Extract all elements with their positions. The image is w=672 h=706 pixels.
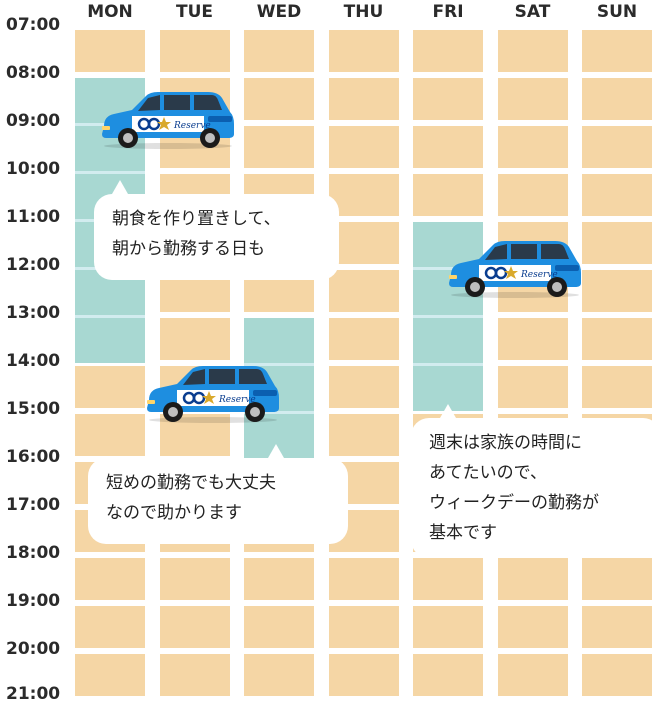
time-label: 16:00 xyxy=(6,447,61,467)
shift-hour-line xyxy=(75,315,145,318)
time-slot xyxy=(75,558,145,600)
day-label-mon: MON xyxy=(87,2,133,22)
time-slot xyxy=(413,654,483,696)
day-label-wed: WED xyxy=(256,2,302,22)
time-slot xyxy=(75,654,145,696)
time-slot xyxy=(413,558,483,600)
time-label: 20:00 xyxy=(6,639,61,659)
taxi-car-1: Reserve xyxy=(98,86,236,154)
svg-text:Reserve: Reserve xyxy=(173,121,211,131)
bubble-mon-tail xyxy=(112,180,128,194)
time-label: 13:00 xyxy=(6,303,61,323)
time-slot xyxy=(75,30,145,72)
bubble-fri: 週末は家族の時間に あてたいので、 ウィークデーの勤務が 基本です xyxy=(411,418,661,558)
time-slot xyxy=(497,30,568,72)
time-slot xyxy=(413,606,483,648)
time-label: 07:00 xyxy=(6,15,61,35)
time-slot xyxy=(159,318,230,360)
time-slot xyxy=(159,558,230,600)
time-slot xyxy=(244,654,314,696)
time-label: 18:00 xyxy=(6,543,61,563)
time-slot xyxy=(413,174,483,216)
time-slot xyxy=(582,30,652,72)
time-slot xyxy=(328,126,399,168)
time-slot xyxy=(328,78,399,120)
time-slot xyxy=(75,414,145,456)
time-label: 19:00 xyxy=(6,591,61,611)
time-slot xyxy=(582,174,652,216)
time-slot xyxy=(497,174,568,216)
time-label: 17:00 xyxy=(6,495,61,515)
time-slot xyxy=(413,126,483,168)
time-slot xyxy=(497,558,568,600)
time-label: 21:00 xyxy=(6,684,61,704)
time-slot xyxy=(413,30,483,72)
time-slot xyxy=(497,78,568,120)
shift-hour-line xyxy=(413,267,483,270)
day-label-thu: THU xyxy=(343,2,384,22)
day-label-sat: SAT xyxy=(514,2,551,22)
svg-text:Reserve: Reserve xyxy=(218,395,256,405)
time-slot xyxy=(159,606,230,648)
time-slot xyxy=(244,558,314,600)
time-slot xyxy=(75,366,145,408)
time-slot xyxy=(328,654,399,696)
time-slot xyxy=(328,270,399,312)
time-slot xyxy=(582,222,652,264)
time-slot xyxy=(244,78,314,120)
time-slot xyxy=(582,654,652,696)
time-slot xyxy=(159,654,230,696)
bubble-fri-tail xyxy=(440,404,456,418)
time-slot xyxy=(497,654,568,696)
taxi-car-3: Reserve xyxy=(143,360,281,428)
time-slot xyxy=(497,366,568,408)
shift-hour-line xyxy=(413,315,483,318)
time-slot xyxy=(582,366,652,408)
time-slot xyxy=(244,30,314,72)
time-slot xyxy=(497,318,568,360)
time-slot xyxy=(244,126,314,168)
time-slot xyxy=(497,606,568,648)
svg-text:Reserve: Reserve xyxy=(520,270,558,280)
time-slot xyxy=(328,318,399,360)
shift-hour-line xyxy=(244,363,314,366)
time-slot xyxy=(328,558,399,600)
time-label: 15:00 xyxy=(6,399,61,419)
time-slot xyxy=(582,126,652,168)
time-label: 08:00 xyxy=(6,63,61,83)
bubble-mon: 朝食を作り置きして、 朝から勤務する日も xyxy=(94,194,339,280)
time-slot xyxy=(159,30,230,72)
day-label-sun: SUN xyxy=(596,2,638,22)
time-slot xyxy=(413,78,483,120)
time-slot xyxy=(582,78,652,120)
day-label-tue: TUE xyxy=(175,2,213,22)
time-slot xyxy=(328,366,399,408)
shift-hour-line xyxy=(75,171,145,174)
time-slot xyxy=(244,606,314,648)
time-label: 11:00 xyxy=(6,207,61,227)
time-slot xyxy=(328,30,399,72)
time-slot xyxy=(75,606,145,648)
time-slot xyxy=(328,222,399,264)
day-label-fri: FRI xyxy=(432,2,464,22)
time-slot xyxy=(328,606,399,648)
bubble-wed: 短めの勤務でも大丈夫 なので助かります xyxy=(88,458,348,544)
bubble-wed-tail xyxy=(268,444,284,458)
time-slot xyxy=(328,174,399,216)
time-label: 12:00 xyxy=(6,255,61,275)
shift-hour-line xyxy=(244,411,314,414)
shift-hour-line xyxy=(413,363,483,366)
time-slot xyxy=(328,414,399,456)
time-label: 10:00 xyxy=(6,159,61,179)
time-slot xyxy=(582,606,652,648)
time-label: 14:00 xyxy=(6,351,61,371)
time-slot xyxy=(582,318,652,360)
time-slot xyxy=(582,270,652,312)
time-label: 09:00 xyxy=(6,111,61,131)
time-slot xyxy=(497,126,568,168)
time-slot xyxy=(582,558,652,600)
taxi-car-2: Reserve xyxy=(445,235,583,303)
